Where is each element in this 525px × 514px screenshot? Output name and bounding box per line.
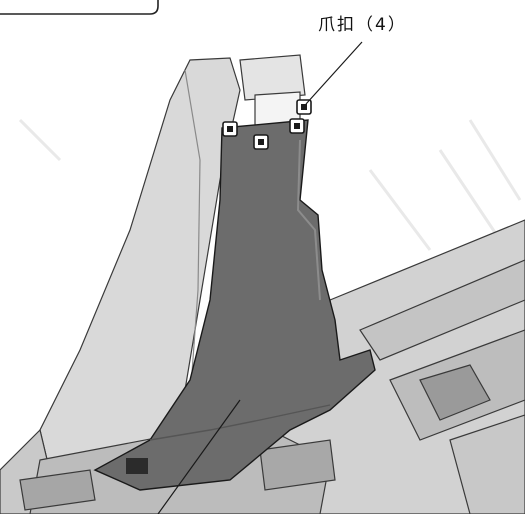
clip-callout-label: 爪扣（4） [318, 15, 407, 35]
b-pillar-trim-panel [93, 119, 376, 491]
trim-lower-tab [126, 458, 148, 474]
clip-leader-line [305, 41, 363, 105]
trim-panel-lower-fold [149, 404, 331, 441]
clip-icon-inner [227, 104, 307, 145]
watermark [18, 118, 522, 251]
panel-leader-line [157, 399, 241, 514]
callout-box-fragment [0, 0, 159, 15]
trim-panel-edge-highlight [296, 139, 321, 301]
